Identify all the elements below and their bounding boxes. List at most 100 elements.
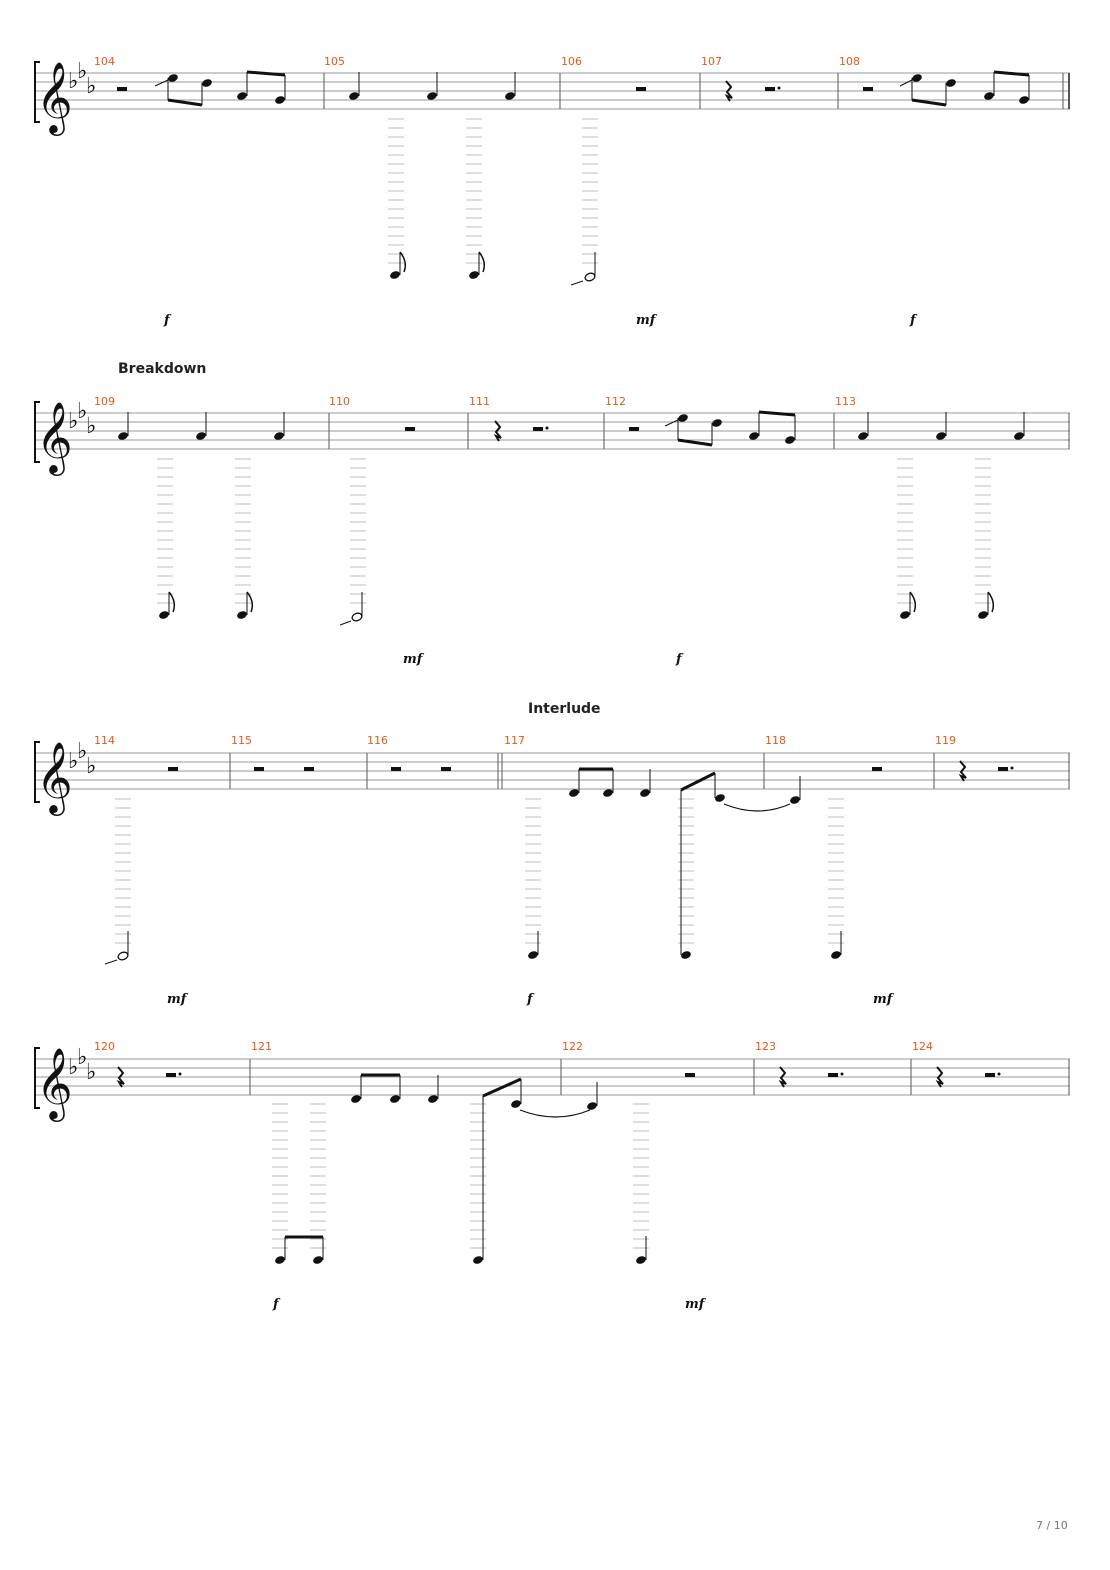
dynamic-marking: f	[526, 992, 535, 1007]
measure-number: 122	[562, 1040, 583, 1053]
svg-text:♭: ♭	[86, 1060, 96, 1085]
treble-clef-icon: 𝄞	[36, 740, 73, 816]
page-number: 7 / 10	[1036, 1519, 1068, 1532]
measure-number: 114	[94, 734, 115, 747]
dynamics: mf f mf	[167, 992, 895, 1007]
measure-number: 104	[94, 55, 115, 68]
key-signature-flats: ♭♭♭	[68, 1045, 96, 1085]
half-rest	[985, 1073, 995, 1077]
dynamic-marking: f	[909, 313, 918, 328]
half-rest	[872, 767, 882, 771]
key-signature-flats: ♭♭♭	[68, 739, 96, 779]
measure-number: 111	[469, 395, 490, 408]
low-ledger-notes	[388, 118, 598, 286]
svg-text:♭: ♭	[77, 1045, 87, 1070]
dynamic-marking: mf	[685, 1297, 707, 1312]
dynamics: f mf	[272, 1297, 707, 1312]
measure-numbers: 120 121 122 123 124	[94, 1040, 933, 1053]
measure-number: 120	[94, 1040, 115, 1053]
system-4: 𝄞 ♭♭♭ 120 121 122 123 124	[34, 1040, 1070, 1312]
half-rest	[998, 767, 1008, 771]
measure-number: 109	[94, 395, 115, 408]
system-3: 𝄞 ♭♭♭ 114 115 116 117 118 119	[34, 734, 1070, 1007]
treble-clef-icon: 𝄞	[36, 60, 73, 136]
quarter-rest	[935, 1066, 944, 1088]
quarter-rest	[116, 1066, 125, 1088]
svg-text:♭: ♭	[77, 399, 87, 424]
svg-text:♭: ♭	[68, 409, 78, 434]
half-rest	[166, 1073, 176, 1077]
svg-text:♭: ♭	[86, 414, 96, 439]
half-rest	[405, 427, 415, 431]
system-bracket	[34, 61, 40, 123]
dynamic-marking: f	[163, 313, 172, 328]
notes	[116, 1066, 1001, 1118]
section-label: Breakdown	[118, 361, 206, 377]
svg-text:♭: ♭	[77, 739, 87, 764]
half-rest	[304, 767, 314, 771]
half-rest	[685, 1073, 695, 1077]
half-rest	[168, 767, 178, 771]
barlines	[323, 73, 1070, 109]
measure-number: 112	[605, 395, 626, 408]
barlines	[229, 753, 1070, 789]
measure-number: 124	[912, 1040, 933, 1053]
svg-text:♭: ♭	[77, 59, 87, 84]
system-1: 𝄞 ♭♭♭ 104 105 106 107 108	[34, 55, 1070, 328]
quarter-rest	[778, 1066, 787, 1088]
dynamics: mf f	[403, 652, 684, 667]
measure-number: 105	[324, 55, 345, 68]
section-label: Interlude	[528, 701, 601, 717]
dynamic-marking: mf	[403, 652, 425, 667]
measure-number: 110	[329, 395, 350, 408]
treble-clef-icon: 𝄞	[36, 1046, 73, 1122]
dynamic-marking: mf	[636, 313, 658, 328]
measure-number: 106	[561, 55, 582, 68]
treble-clef-icon: 𝄞	[36, 400, 73, 476]
measure-number: 108	[839, 55, 860, 68]
low-ledger-notes	[272, 1077, 649, 1264]
svg-text:♭: ♭	[68, 69, 78, 94]
dynamics: f mf f	[163, 313, 918, 328]
measure-number: 118	[765, 734, 786, 747]
staff	[36, 752, 1070, 790]
svg-text:♭: ♭	[86, 74, 96, 99]
measure-number: 117	[504, 734, 525, 747]
measure-numbers: 114 115 116 117 118 119	[94, 734, 956, 747]
measure-number: 115	[231, 734, 252, 747]
measure-numbers: 109 110 111 112 113	[94, 395, 856, 408]
notes	[168, 760, 1014, 812]
half-rest	[629, 427, 639, 431]
half-rest	[254, 767, 264, 771]
system-2: 𝄞 ♭♭♭ 109 110 111 112 113	[34, 395, 1070, 667]
low-ledger-notes	[157, 458, 995, 626]
key-signature-flats: ♭♭♭	[68, 59, 96, 99]
measure-number: 116	[367, 734, 388, 747]
barlines	[249, 1059, 1070, 1095]
quarter-rest	[493, 420, 502, 442]
half-rest	[636, 87, 646, 91]
dynamic-marking: mf	[167, 992, 189, 1007]
half-rest	[828, 1073, 838, 1077]
low-ledger-notes	[104, 771, 844, 965]
quarter-rest	[724, 80, 733, 102]
half-rest	[765, 87, 775, 91]
svg-text:♭: ♭	[68, 1055, 78, 1080]
key-signature-flats: ♭♭♭	[68, 399, 96, 439]
measure-number: 119	[935, 734, 956, 747]
half-rest	[441, 767, 451, 771]
svg-text:♭: ♭	[86, 754, 96, 779]
staff	[36, 412, 1070, 450]
dynamic-marking: f	[272, 1297, 281, 1312]
measure-number: 123	[755, 1040, 776, 1053]
notes	[118, 410, 1025, 447]
half-rest	[391, 767, 401, 771]
quarter-rest	[958, 760, 967, 782]
measure-number: 113	[835, 395, 856, 408]
measure-number: 107	[701, 55, 722, 68]
dynamic-marking: f	[675, 652, 684, 667]
system-bracket	[34, 401, 40, 463]
half-rest	[863, 87, 873, 91]
system-bracket	[34, 1047, 40, 1109]
staff	[36, 1058, 1070, 1096]
